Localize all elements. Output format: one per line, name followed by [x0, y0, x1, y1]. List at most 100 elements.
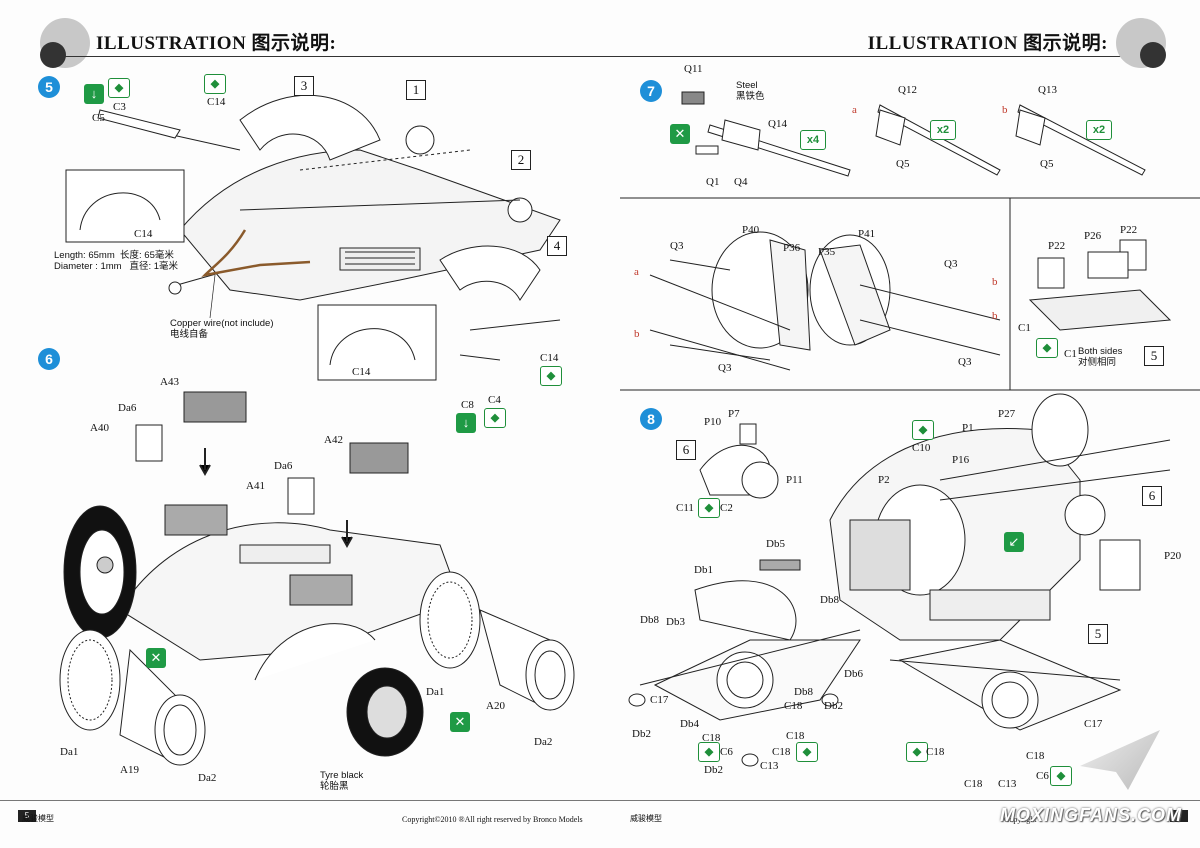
label-q13: Q13 [1038, 84, 1057, 96]
label-c18: C18 [702, 732, 721, 744]
glue-icon: ◆ [484, 408, 506, 428]
label-db8: Db8 [820, 594, 839, 606]
label-c14: C14 [540, 352, 559, 364]
label-db5: Db5 [766, 538, 785, 550]
label-p26: P26 [1084, 230, 1102, 242]
mark-b: b [1002, 104, 1008, 116]
glue-icon: ◆ [1050, 766, 1072, 786]
label-p10: P10 [704, 416, 722, 428]
label-db2: Db2 [704, 764, 723, 776]
ref-box-4: 4 [547, 236, 567, 256]
step6-chassis-drawing [59, 391, 575, 766]
label-p1: P1 [962, 422, 974, 434]
label-p40: P40 [742, 224, 760, 236]
left-drawings [59, 94, 575, 766]
left-page: ILLUSTRATION 图示说明: [0, 18, 600, 824]
step-8-badge: 8 [640, 408, 662, 430]
glue-icon: ◆ [698, 498, 720, 518]
label-q3: Q3 [944, 258, 958, 270]
label-db2: Db2 [824, 700, 843, 712]
label-q3: Q3 [958, 356, 972, 368]
label-q12: Q12 [898, 84, 917, 96]
label-c17: C17 [650, 694, 669, 706]
footer-rule [600, 800, 1200, 801]
label-q3: Q3 [718, 362, 732, 374]
label-a41: A41 [246, 480, 265, 492]
mark-b: b [634, 328, 640, 340]
step5-chassis-drawing [97, 94, 561, 361]
paint-down-arrow-icon: ↓ [84, 84, 104, 104]
detail-frame-2 [317, 304, 437, 381]
label-p7: P7 [728, 408, 740, 420]
label-c3: C3 [113, 101, 126, 113]
label-p35: P35 [818, 246, 836, 258]
label-c5: C5 [92, 112, 105, 124]
label-c13: C13 [998, 778, 1017, 790]
header-rule [60, 56, 600, 57]
glue-icon: ◆ [912, 420, 934, 440]
label-c1: C1 [1018, 322, 1031, 334]
label-da2: Da2 [534, 736, 553, 748]
sand-cross-icon: ✕ [146, 648, 166, 668]
page-number-left: 5 [18, 810, 36, 822]
label-db3: Db3 [666, 616, 685, 628]
label-q3: Q3 [670, 240, 684, 252]
label-db8: Db8 [794, 686, 813, 698]
footer-copyright-left: Copyright©2010 ®All right reserved by Br… [402, 815, 583, 824]
copper-wire-line [201, 229, 311, 277]
glue-icon: ◆ [796, 742, 818, 762]
label-p20: P20 [1164, 550, 1182, 562]
step7-gun-drawings [628, 91, 1172, 767]
label-c14: C14 [352, 366, 371, 378]
label-c18: C18 [772, 746, 791, 758]
footer-copyright-right: Copyright [1004, 815, 1037, 824]
header-circle-dark [1140, 42, 1166, 68]
label-q4: Q4 [734, 176, 748, 188]
label-p22: P22 [1048, 240, 1066, 252]
ref-box-5: 5 [1088, 624, 1108, 644]
label-c18: C18 [926, 746, 945, 758]
mark-b: b [992, 310, 998, 322]
label-da1: Da1 [60, 746, 79, 758]
label-c18: C18 [1026, 750, 1045, 762]
step-6-badge: 6 [38, 348, 60, 370]
label-a19: A19 [120, 764, 139, 776]
page-number-right: 6 [1170, 810, 1188, 822]
label-c1: C1 [1064, 348, 1077, 360]
mark-a: a [852, 104, 857, 116]
count-x2-badge: x2 [930, 120, 956, 140]
label-c4: C4 [488, 394, 501, 406]
paint-arrow-icon: ↙ [1004, 532, 1024, 552]
label-c14: C14 [207, 96, 226, 108]
label-a42: A42 [324, 434, 343, 446]
glue-icon: ◆ [1036, 338, 1058, 358]
label-c2: C2 [720, 502, 733, 514]
sand-cross-icon: ✕ [450, 712, 470, 732]
ref-box-1: 1 [406, 80, 426, 100]
label-da2: Da2 [198, 772, 217, 784]
step-5-badge: 5 [38, 76, 60, 98]
mark-b: b [992, 276, 998, 288]
label-c14: C14 [134, 228, 153, 240]
step-7-badge: 7 [640, 80, 662, 102]
label-q5: Q5 [896, 158, 910, 170]
footer-rule [0, 800, 600, 801]
label-c11: C11 [676, 502, 694, 514]
label-c18: C18 [786, 730, 805, 742]
ref-box-3: 3 [294, 76, 314, 96]
glue-icon: ◆ [108, 78, 130, 98]
ref-box-5: 5 [1144, 346, 1164, 366]
label-da6: Da6 [118, 402, 137, 414]
label-db6: Db6 [844, 668, 863, 680]
label-db2: Db2 [632, 728, 651, 740]
label-c6: C6 [1036, 770, 1049, 782]
ref-box-6: 6 [676, 440, 696, 460]
label-da1: Da1 [426, 686, 445, 698]
label-c13: C13 [760, 760, 779, 772]
label-a43: A43 [160, 376, 179, 388]
label-a40: A40 [90, 422, 109, 434]
label-p41: P41 [858, 228, 876, 240]
